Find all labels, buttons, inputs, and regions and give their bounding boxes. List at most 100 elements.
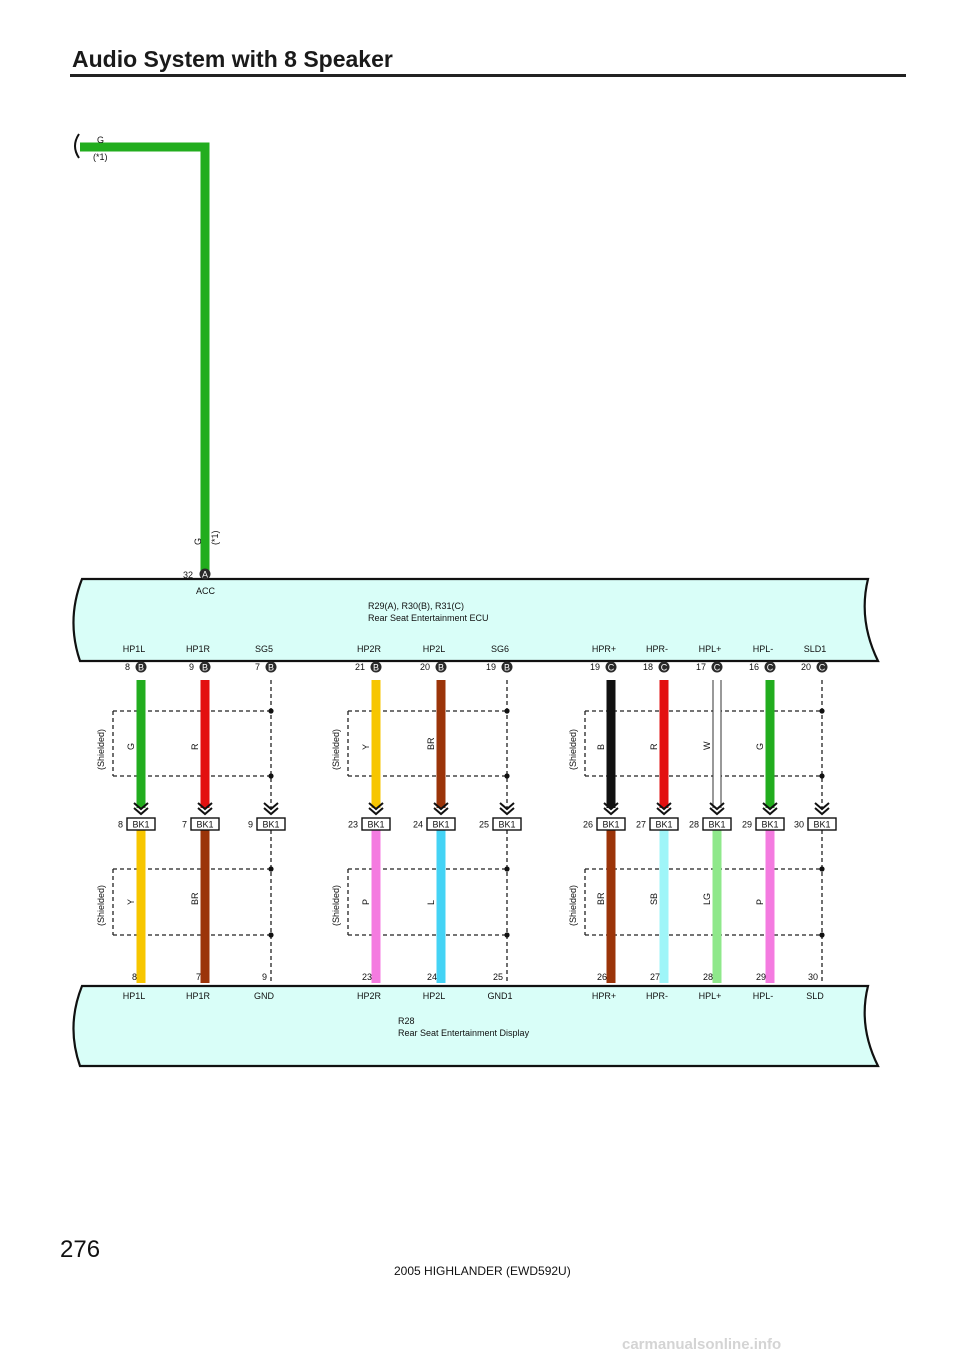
junction-connector-label: BK1 (813, 820, 830, 830)
connector-chevron-icon (197, 802, 213, 811)
ecu-pin-number: 16 (749, 662, 759, 672)
ecu-name: Rear Seat Entertainment ECU (368, 613, 489, 623)
connector-chevron-icon (656, 807, 672, 816)
display-pin-number: 23 (362, 972, 372, 982)
junction-connector-box (126, 817, 156, 831)
connector-pin-icon (265, 661, 277, 673)
upper-wire-color: R (649, 743, 659, 750)
ecu-terminal-name: HP1R (186, 644, 211, 654)
wire-break-icon (74, 133, 80, 159)
display-terminal-name: HP1L (123, 991, 146, 1001)
junction-connector-box (596, 817, 626, 831)
junction-connector-label: BK1 (432, 820, 449, 830)
shield-group (112, 680, 825, 983)
connector-letter: B (504, 662, 510, 672)
page-title: Audio System with 8 Speaker (72, 46, 393, 72)
shield-label: (Shielded) (568, 729, 578, 770)
ecu-terminal-name: SG5 (255, 644, 273, 654)
connector-pin-icon (605, 661, 617, 673)
splice-dot (504, 866, 510, 872)
connector-chevron-icon (603, 807, 619, 816)
connector-chevron-icon (263, 802, 279, 811)
connector-pin-icon (199, 661, 211, 673)
shield-label: (Shielded) (96, 729, 106, 770)
junction-pin-number: 29 (742, 820, 752, 830)
junction-connector-box (256, 817, 286, 831)
ecu-pin-number: 20 (420, 662, 430, 672)
ecu-pin-number: 18 (643, 662, 653, 672)
connector-pin-icon (816, 661, 828, 673)
junction-connector-label: BK1 (132, 820, 149, 830)
connector-chevron-icon (709, 807, 725, 816)
input-wire-note-vertical: (*1) (210, 530, 220, 545)
shield-label: (Shielded) (96, 885, 106, 926)
ecu-terminal-name: HP2L (423, 644, 446, 654)
ecu-pin-number: 19 (486, 662, 496, 672)
lower-wire-color: L (426, 900, 436, 905)
display-pin-number: 26 (597, 972, 607, 982)
junction-connector-label: BK1 (262, 820, 279, 830)
ecu-terminal-name: HP1L (123, 644, 146, 654)
ecu-pin-number: 8 (125, 662, 130, 672)
display-pin-number: 25 (493, 972, 503, 982)
splice-dot (268, 866, 274, 872)
connector-pin-icon (435, 661, 447, 673)
ecu-pin-number: 21 (355, 662, 365, 672)
lower-wire-color: P (361, 899, 371, 905)
input-wire (80, 142, 210, 572)
connector-chevron-icon (814, 802, 830, 811)
display-terminal-name: HPL+ (699, 991, 722, 1001)
ecu-box (72, 577, 880, 663)
input-terminal-name: ACC (196, 586, 216, 596)
connector-letter: C (714, 662, 721, 672)
upper-wire-color: R (190, 743, 200, 750)
display-terminal-name: HP2R (357, 991, 382, 1001)
ecu-terminal-name: SLD1 (804, 644, 827, 654)
junction-connector-box (702, 817, 732, 831)
connector-pin-icon (501, 661, 513, 673)
display-pin-number: 7 (196, 972, 201, 982)
lower-wire-color: P (755, 899, 765, 905)
splice-dot (819, 773, 825, 779)
junction-connector-label: BK1 (602, 820, 619, 830)
junction-connector-box (492, 817, 522, 831)
junction-pin-number: 23 (348, 820, 358, 830)
connector-letter: C (661, 662, 668, 672)
input-wire-note: (*1) (93, 152, 108, 162)
shield-label: (Shielded) (568, 885, 578, 926)
watermark: carmanualsonline.info (622, 1336, 782, 1353)
display-pin-number: 9 (262, 972, 267, 982)
junction-pin-number: 26 (583, 820, 593, 830)
upper-wire-color: B (596, 744, 606, 750)
junction-connector-box (755, 817, 785, 831)
lower-wire-color: BR (596, 892, 606, 905)
footer-model: 2005 HIGHLANDER (EWD592U) (394, 1264, 571, 1278)
connector-letter: B (373, 662, 379, 672)
display-terminal-name: GND1 (487, 991, 512, 1001)
junction-connector-label: BK1 (196, 820, 213, 830)
shield-label: (Shielded) (331, 729, 341, 770)
connector-pin-icon (135, 661, 147, 673)
upper-wire-color: G (126, 743, 136, 750)
display-id: R28 (398, 1016, 415, 1026)
splice-dot (819, 708, 825, 714)
ecu-terminal-name: SG6 (491, 644, 509, 654)
page-number: 276 (60, 1236, 101, 1263)
display-pin-number: 30 (808, 972, 818, 982)
connector-letter: B (202, 662, 208, 672)
splice-dot (819, 866, 825, 872)
connector-chevron-icon (709, 802, 725, 811)
connector-chevron-icon (368, 807, 384, 816)
display-terminal-name: SLD (806, 991, 824, 1001)
junction-connector-box (649, 817, 679, 831)
display-terminal-name: HPR- (646, 991, 668, 1001)
ecu-terminal-name: HPL- (753, 644, 774, 654)
junction-pin-number: 27 (636, 820, 646, 830)
junction-connector-label: BK1 (498, 820, 515, 830)
display-terminal-name: HP2L (423, 991, 446, 1001)
junction-pin-number: 8 (118, 820, 123, 830)
connector-chevron-icon (133, 802, 149, 811)
junction-pin-number: 9 (248, 820, 253, 830)
input-wire-color-vertical: G (193, 538, 203, 545)
